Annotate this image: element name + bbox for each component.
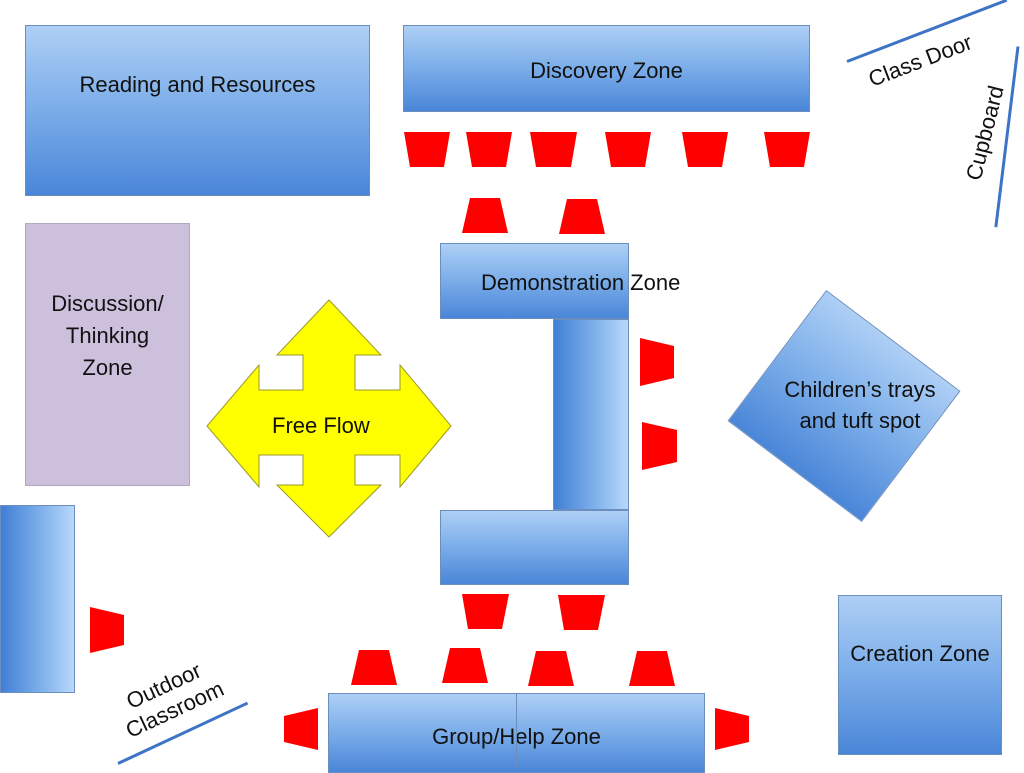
discussion-thinking-label: Discussion/ Thinking Zone	[51, 291, 164, 380]
childrens-trays-label: Children’s trays and tuft spot	[784, 377, 936, 433]
seat	[462, 198, 508, 233]
discovery-zone-label: Discovery Zone	[530, 58, 683, 83]
discussion-thinking-zone: Discussion/ Thinking Zone	[25, 223, 190, 486]
seat	[715, 708, 749, 750]
seat	[629, 651, 675, 686]
discovery-zone: Discovery Zone	[403, 25, 810, 112]
seat	[530, 132, 577, 167]
seat	[466, 132, 512, 167]
free-flow-label: Free Flow	[272, 413, 370, 438]
group-help-divider	[516, 693, 517, 768]
seat	[605, 132, 651, 167]
seat	[351, 650, 397, 685]
seat	[642, 422, 677, 470]
seat	[559, 199, 605, 234]
demonstration-table-bottom	[440, 510, 629, 585]
seat	[558, 595, 605, 630]
creation-zone-label: Creation Zone	[850, 641, 990, 666]
class-door-label: Class Door	[864, 29, 976, 92]
creation-zone: Creation Zone	[838, 595, 1002, 755]
reading-resources-label: Reading and Resources	[79, 72, 316, 97]
demonstration-table-top	[440, 243, 629, 319]
seat	[462, 594, 509, 629]
seat	[90, 607, 124, 653]
demonstration-zone-label: Demonstration Zone	[481, 270, 681, 295]
seat	[442, 648, 488, 683]
seat	[528, 651, 574, 686]
seat	[640, 338, 674, 386]
cupboard-line	[994, 46, 1020, 228]
demonstration-table-stem	[553, 319, 629, 510]
seat	[682, 132, 728, 167]
reading-resources-zone: Reading and Resources	[25, 25, 370, 196]
seat	[764, 132, 810, 167]
seat	[284, 708, 318, 750]
outdoor-classroom-label: Outdoor Classroom	[121, 657, 228, 744]
seat	[404, 132, 450, 167]
outdoor-side-table	[0, 505, 75, 693]
